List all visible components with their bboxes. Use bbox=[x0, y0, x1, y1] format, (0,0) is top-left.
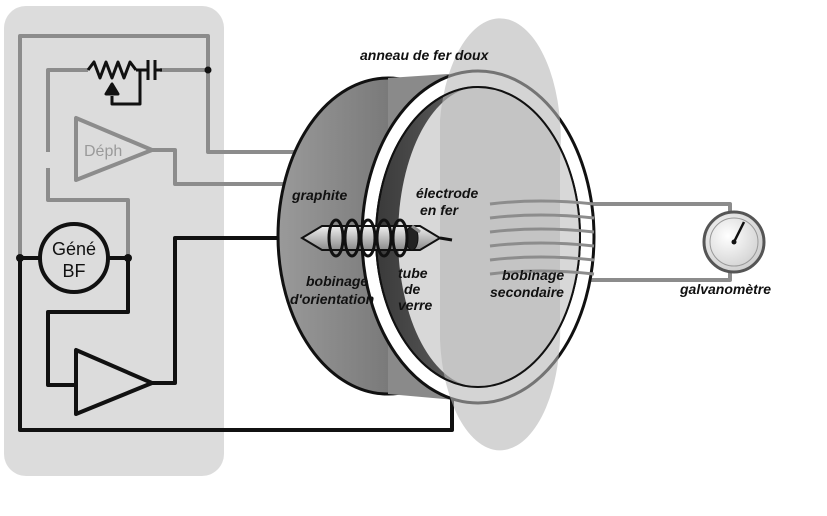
label-electrode-line1: électrode bbox=[416, 185, 478, 201]
label-glass-tube-line3: verre bbox=[398, 297, 432, 313]
label-secondary-coil-line1: bobinage bbox=[502, 267, 564, 283]
electronics-panel bbox=[4, 6, 224, 476]
label-secondary-coil-line2: secondaire bbox=[490, 284, 564, 300]
label-iron-ring: anneau de fer doux bbox=[360, 47, 490, 63]
label-graphite: graphite bbox=[291, 187, 347, 203]
generator-label-line1: Géné bbox=[52, 239, 96, 259]
label-orient-coil-line2: d'orientation bbox=[290, 291, 374, 307]
junction-dot bbox=[124, 254, 132, 262]
orientation-coil bbox=[327, 218, 409, 258]
amplifier bbox=[74, 348, 154, 416]
soft-iron-ring bbox=[276, 18, 596, 451]
secondary-coil bbox=[489, 199, 595, 276]
galvanometer bbox=[702, 210, 766, 274]
rc-network bbox=[86, 60, 162, 106]
label-glass-tube-line1: tube bbox=[398, 265, 428, 281]
junction-dot bbox=[204, 66, 212, 74]
label-orient-coil-line1: bobinage bbox=[306, 273, 368, 289]
label-electrode-line2: en fer bbox=[420, 202, 460, 218]
phase-shifter-label: Déph bbox=[84, 143, 122, 160]
electrode-lead bbox=[411, 224, 421, 234]
label-glass-tube-line2: de bbox=[404, 281, 421, 297]
generator-label-line2: BF bbox=[62, 261, 85, 281]
label-galvanometer: galvanomètre bbox=[679, 281, 771, 297]
phase-shifter: Déph bbox=[74, 116, 154, 182]
junction-dot bbox=[16, 254, 24, 262]
